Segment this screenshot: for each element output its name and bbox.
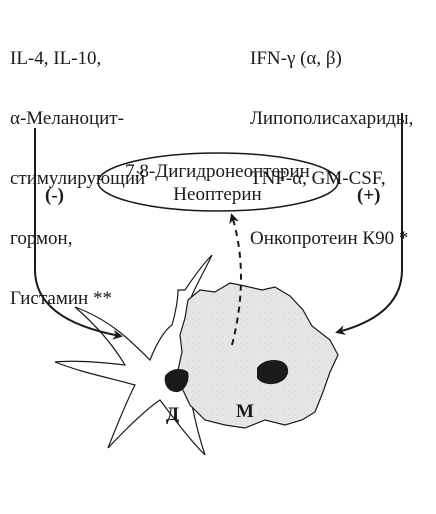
inhibit-sign: (-) [45,185,64,207]
inhibitor-line: α-Меланоцит- [10,109,145,129]
product-neopterin: Неоптерин [95,183,340,206]
activators-text: IFN-γ (α, β) Липополисахариды, TNF-α, GM… [250,9,413,289]
product-dihydroneopterin: 7,8-Дигидронеоптерин [95,160,340,183]
inhibitor-line: гормон, [10,229,145,249]
activator-line: IFN-γ (α, β) [250,49,413,69]
macrophage-cell-label: М [236,401,254,423]
activator-line: Онкопротеин К90 * [250,229,413,249]
activate-sign: (+) [357,185,380,207]
macrophage-cell [178,283,338,428]
inhibitor-line: IL-4, IL-10, [10,49,145,69]
dendritic-cell-label: Д [166,404,179,426]
activator-line: Липополисахариды, [250,109,413,129]
products-text: 7,8-Дигидронеоптерин Неоптерин [95,160,340,206]
inhibitor-line: Гистамин ** [10,289,145,309]
